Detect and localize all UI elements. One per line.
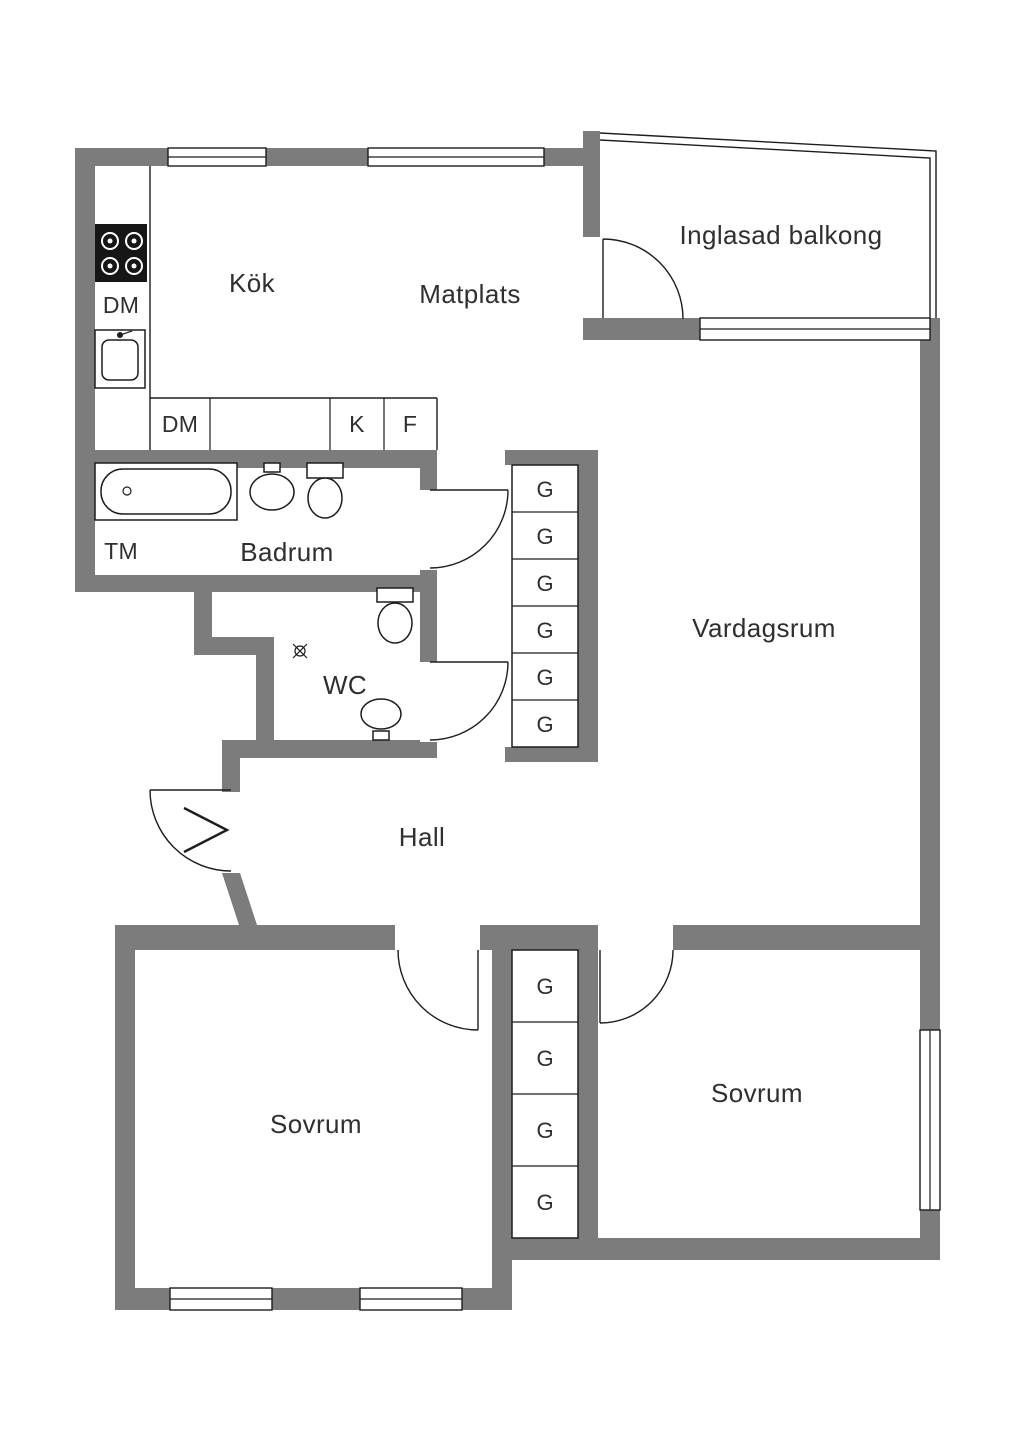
door-openings — [395, 237, 673, 950]
window-balcony-bottom — [699, 317, 931, 341]
bathroom-toilet-icon — [306, 462, 344, 519]
entry-arrow-icon — [183, 806, 230, 854]
wall-left-upper — [75, 148, 95, 592]
glazing-outer-line — [599, 132, 937, 318]
closet-label: G — [536, 571, 553, 596]
wall-entry-diagonal — [222, 873, 257, 925]
door-opening-wc — [420, 662, 437, 742]
closet-bank-upper: G G G G G G — [511, 464, 579, 748]
wall-entry-jamb — [222, 758, 240, 792]
wall-left-lower — [115, 925, 135, 1310]
wall-wc-bottom — [222, 740, 437, 758]
door-opening-badrum — [420, 490, 437, 570]
door-sovrum-right — [599, 949, 674, 1024]
room-label-inglasad-balkong: Inglasad balkong — [680, 220, 883, 250]
closet-label: G — [536, 974, 553, 999]
stove-icon — [95, 224, 147, 282]
doors — [149, 238, 684, 1031]
appliance-labels: DM DM K F TM — [103, 292, 417, 564]
wc-shower-valve-icon — [292, 643, 308, 659]
bathroom-sink-icon — [249, 462, 295, 511]
wc-fixtures — [292, 587, 414, 741]
label-fridge: K — [349, 411, 365, 437]
label-washing-machine: TM — [104, 538, 138, 564]
room-label-kok: Kök — [229, 268, 276, 298]
room-label-badrum: Badrum — [240, 537, 333, 567]
closet-label: G — [536, 1190, 553, 1215]
wall-sovrum-right-bottom — [512, 1238, 940, 1260]
glazing-inner-line — [599, 139, 931, 318]
window-sovrum-left-2 — [359, 1287, 463, 1311]
window-sovrum-right — [919, 1029, 941, 1211]
door-wc — [429, 661, 509, 741]
room-label-wc: WC — [323, 670, 367, 700]
door-opening-balcony — [583, 237, 600, 318]
kitchen-sink-icon — [94, 329, 146, 389]
label-freezer: F — [403, 411, 417, 437]
closet-label: G — [536, 1118, 553, 1143]
wall-wc-left — [256, 637, 274, 758]
door-balcony — [602, 238, 684, 320]
door-entry — [149, 789, 232, 872]
wall-closet-upper-right — [578, 465, 598, 747]
label-dishwasher-kitchen: DM — [103, 292, 139, 318]
closet-label: G — [536, 477, 553, 502]
bathtub-icon — [94, 462, 238, 521]
room-labels: Kök Matplats Inglasad balkong Badrum WC … — [229, 220, 883, 1139]
door-sovrum-left — [397, 949, 479, 1031]
window-kitchen — [167, 147, 267, 167]
windows — [167, 147, 941, 1311]
room-label-matplats: Matplats — [419, 279, 520, 309]
closet-label: G — [536, 665, 553, 690]
label-dishwasher-counter: DM — [162, 411, 198, 437]
wall-bottom-section-top — [115, 925, 940, 950]
wall-center-vertical — [492, 950, 512, 1310]
wc-toilet-icon — [376, 587, 414, 644]
room-label-sovrum-right: Sovrum — [711, 1078, 803, 1108]
bathroom-fixtures — [94, 462, 344, 521]
closet-label: G — [536, 1046, 553, 1071]
window-matplats — [367, 147, 545, 167]
door-badrum — [429, 489, 509, 569]
closet-label: G — [536, 712, 553, 737]
wall-closet-lower-right — [578, 950, 598, 1238]
wall-closet-upper-cap-top — [505, 450, 598, 465]
balcony-glazing — [599, 132, 937, 318]
room-label-vardagsrum: Vardagsrum — [692, 613, 836, 643]
door-opening-sovrum-right — [598, 925, 673, 950]
closet-bank-lower: G G G G — [511, 949, 579, 1239]
kitchen-fixtures — [94, 166, 438, 450]
closet-label: G — [536, 618, 553, 643]
door-opening-sovrum-left — [395, 925, 480, 950]
wall-closet-upper-cap-bottom — [505, 747, 598, 762]
wc-sink-icon — [360, 698, 402, 741]
wall-badrum-bottom — [75, 575, 437, 592]
wall-hall-step-horizontal — [194, 637, 274, 655]
closet-label: G — [536, 524, 553, 549]
room-label-sovrum-left: Sovrum — [270, 1109, 362, 1139]
window-sovrum-left-1 — [169, 1287, 273, 1311]
room-label-hall: Hall — [399, 822, 445, 852]
